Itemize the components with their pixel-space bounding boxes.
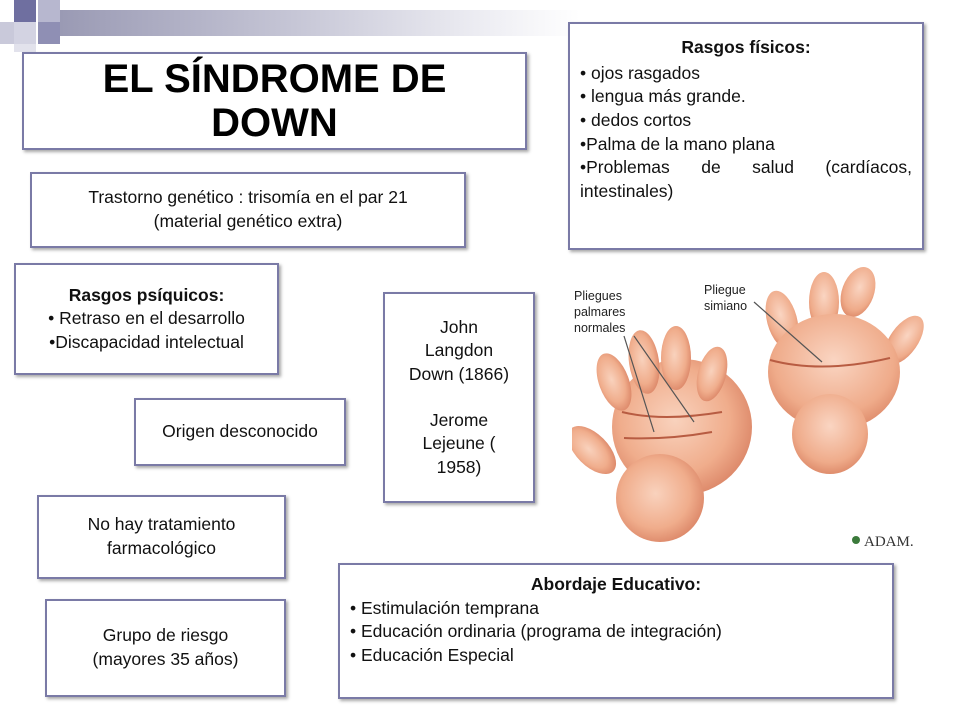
- slide-title: EL SÍNDROME DE DOWN: [22, 52, 527, 150]
- label-simian-crease-1: Pliegue: [704, 283, 746, 297]
- physical-traits-box: Rasgos físicos: • ojos rasgados • lengua…: [568, 22, 924, 250]
- title-line-2: DOWN: [211, 101, 338, 145]
- title-line-1: EL SÍNDROME DE: [102, 57, 447, 101]
- list-item: • Retraso en el desarrollo: [48, 308, 245, 329]
- decor-square-1: [14, 0, 36, 22]
- genetic-disorder-line-2: (material genético extra): [153, 211, 343, 231]
- decor-square-3: [0, 22, 14, 44]
- researcher-name-line: John: [440, 316, 478, 337]
- adam-logo: ADAM.: [852, 534, 914, 550]
- list-item: • Educación Especial: [350, 644, 514, 665]
- right-hand: [765, 266, 924, 474]
- psychic-traits-box: Rasgos psíquicos: • Retraso en el desarr…: [14, 263, 279, 375]
- label-simian-crease-2: simiano: [704, 299, 747, 313]
- list-item: • lengua más grande.: [580, 86, 746, 107]
- list-item: • Educación ordinaria (programa de integ…: [350, 621, 722, 642]
- adam-credit: ADAM.: [864, 534, 914, 550]
- decor-square-2: [38, 0, 60, 22]
- list-item: • ojos rasgados: [580, 62, 700, 83]
- hands-illustration: Pliegues palmares normales Pliegue simia…: [572, 266, 924, 550]
- label-normal-creases-3: normales: [574, 321, 625, 335]
- leaf-icon: [852, 536, 860, 544]
- decor-square-5: [38, 22, 60, 44]
- pointer-line: [753, 301, 823, 363]
- pointer-line: [633, 335, 695, 423]
- left-hand: [572, 326, 752, 542]
- researcher-name-line: Down (1866): [408, 363, 510, 384]
- researcher-name-line: Lejeune (: [422, 433, 496, 454]
- researcher-name-line: Jerome: [429, 409, 489, 430]
- label-normal-creases-1: Pliegues: [574, 289, 622, 303]
- researcher-name-line: Langdon: [424, 340, 494, 361]
- educational-approach-header: Abordaje Educativo:: [530, 574, 702, 594]
- researcher-name-line: 1958): [436, 456, 482, 477]
- origin-text: Origen desconocido: [162, 421, 318, 442]
- genetic-disorder-line-1: Trastorno genético : trisomía en el par …: [88, 187, 408, 208]
- decor-square-6: [14, 44, 36, 52]
- header-band: [60, 10, 580, 36]
- researchers-box: John Langdon Down (1866) Jerome Lejeune …: [383, 292, 535, 503]
- decor-square-4: [14, 22, 36, 44]
- physical-traits-header: Rasgos físicos:: [681, 37, 811, 57]
- origin-box: Origen desconocido: [134, 398, 346, 466]
- educational-approach-box: Abordaje Educativo: • Estimulación tempr…: [338, 563, 894, 699]
- risk-group-line-1: Grupo de riesgo: [102, 625, 229, 646]
- physical-traits-list: • ojos rasgados • lengua más grande. • d…: [580, 62, 912, 204]
- label-normal-creases-2: palmares: [574, 305, 625, 319]
- list-item: • Estimulación temprana: [350, 597, 539, 618]
- pointer-line: [623, 335, 655, 433]
- list-item: •Discapacidad intelectual: [49, 331, 244, 352]
- list-item: • dedos cortos: [580, 109, 692, 130]
- treatment-line-2: farmacológico: [107, 538, 216, 558]
- psychic-traits-header: Rasgos psíquicos:: [68, 284, 225, 305]
- treatment-line-1: No hay tratamiento: [87, 514, 236, 535]
- genetic-disorder-box: Trastorno genético : trisomía en el par …: [30, 172, 466, 248]
- list-item: •Problemas de salud (cardíacos, intestin…: [580, 157, 912, 201]
- risk-group-line-2: (mayores 35 años): [92, 649, 239, 669]
- list-item: •Palma de la mano plana: [580, 133, 775, 154]
- treatment-box: No hay tratamiento farmacológico: [37, 495, 286, 579]
- spacer: [385, 387, 533, 409]
- risk-group-box: Grupo de riesgo (mayores 35 años): [45, 599, 286, 697]
